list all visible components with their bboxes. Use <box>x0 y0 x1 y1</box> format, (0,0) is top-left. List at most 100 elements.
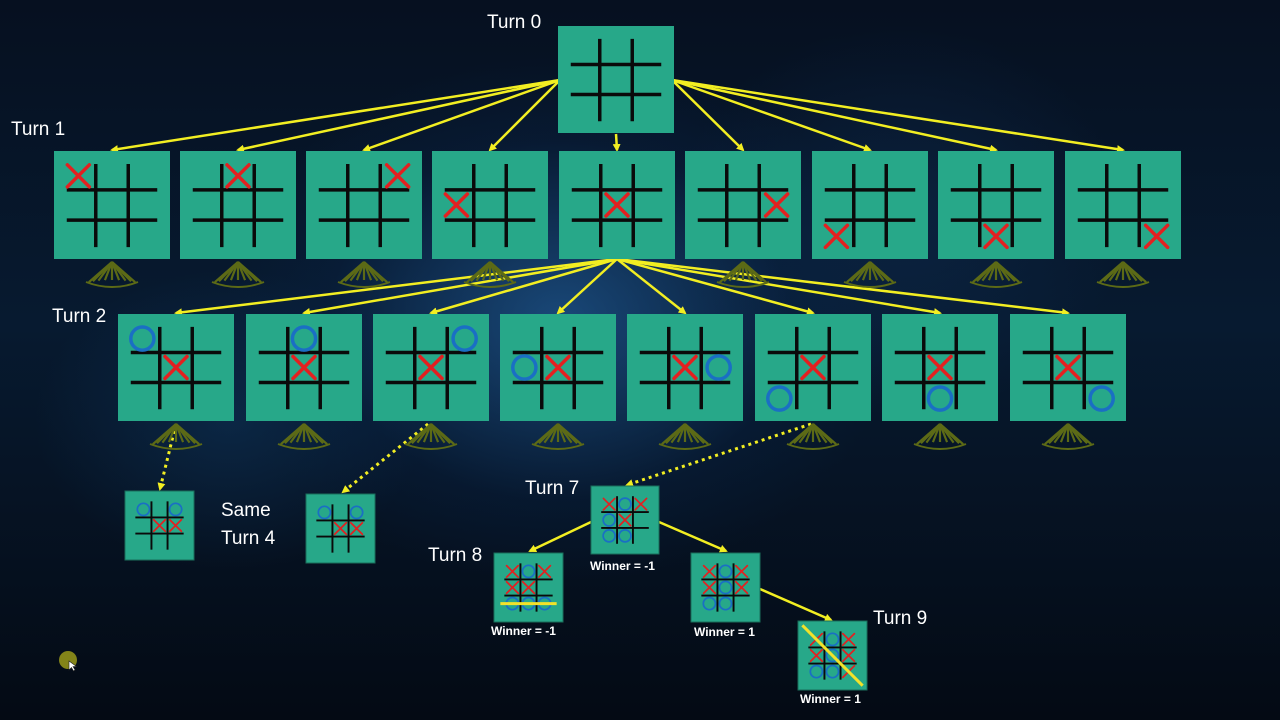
board-turn1-1 <box>54 151 170 259</box>
x-mark-icon <box>521 580 536 595</box>
board-turn2-6 <box>755 314 871 421</box>
o-mark-icon <box>702 596 717 611</box>
collapsed-branch-turn1-2 <box>211 261 265 288</box>
x-mark-icon <box>1143 223 1170 250</box>
o-mark-icon <box>602 513 616 527</box>
x-mark-icon <box>841 648 856 663</box>
x-mark-icon <box>823 223 850 250</box>
x-mark-icon <box>418 354 444 381</box>
o-mark-icon <box>317 505 332 520</box>
board-turn9 <box>797 620 868 691</box>
board-turn1-7 <box>812 151 928 259</box>
board-background <box>685 151 801 259</box>
x-mark-icon <box>634 497 648 511</box>
cursor-highlight-icon <box>59 651 78 672</box>
collapsed-branch-turn1-9 <box>1096 261 1150 288</box>
board-background <box>180 151 296 259</box>
x-mark-icon <box>152 518 167 533</box>
board-turn2-4 <box>500 314 616 421</box>
o-mark-icon <box>602 529 616 543</box>
board-turn8a <box>493 552 564 623</box>
x-mark-icon <box>163 354 189 381</box>
x-mark-icon <box>702 580 717 595</box>
x-mark-icon <box>349 521 364 536</box>
board-turn1-3 <box>306 151 422 259</box>
turn-0-label: Turn 0 <box>487 12 542 33</box>
o-mark-icon <box>705 354 732 381</box>
winning-line-turn9 <box>801 624 864 687</box>
edge-turn2-3-to-turn4b <box>341 422 429 494</box>
collapsed-branch-turn1-8 <box>969 261 1023 288</box>
o-mark-icon <box>766 385 793 412</box>
collapsed-branch-turn1-3 <box>337 261 391 288</box>
tree-edges <box>110 78 1125 622</box>
x-mark-icon <box>1055 354 1081 381</box>
o-mark-icon <box>618 497 632 511</box>
edge-turn1-center-to-turn2-1 <box>174 257 618 317</box>
edge-root-to-turn1-4 <box>488 79 561 152</box>
collapsed-branch-turn2-5 <box>658 423 712 450</box>
winner-turn8b-label: Winner = 1 <box>694 625 755 639</box>
collapsed-branch-turn2-2 <box>277 423 331 450</box>
x-mark-icon <box>734 564 749 579</box>
o-mark-icon <box>825 648 840 663</box>
o-mark-icon <box>521 564 536 579</box>
turn-1-label: Turn 1 <box>11 119 66 140</box>
same-turn-4-label: Same Turn 4 <box>221 497 275 553</box>
x-mark-icon <box>702 564 717 579</box>
board-background <box>690 552 761 623</box>
winner-turn7-label: Winner = -1 <box>590 559 655 573</box>
edge-root-to-turn1-8 <box>671 78 998 153</box>
edge-root-to-turn1-3 <box>362 78 561 152</box>
x-mark-icon <box>763 192 790 218</box>
board-turn2-5 <box>627 314 743 421</box>
collapsed-branch-turn1-7 <box>843 261 897 288</box>
board-turn7 <box>590 485 660 555</box>
edge-root-to-turn1-9 <box>671 78 1125 154</box>
x-mark-icon <box>537 564 552 579</box>
edge-root-to-turn1-2 <box>236 78 561 153</box>
board-turn2-7 <box>882 314 998 421</box>
collapsed-branches <box>85 261 1150 450</box>
board-turn1-2 <box>180 151 296 259</box>
o-mark-icon <box>136 502 151 517</box>
board-turn1-8 <box>938 151 1054 259</box>
x-mark-icon <box>333 521 348 536</box>
board-background <box>432 151 548 259</box>
x-mark-icon <box>505 580 520 595</box>
x-mark-icon <box>384 163 411 189</box>
edge-turn7-to-turn8a <box>528 520 592 553</box>
collapsed-branch-turn1-1 <box>85 261 139 288</box>
x-mark-icon <box>672 354 698 381</box>
board-turn2-8 <box>1010 314 1126 421</box>
board-turn4a <box>124 490 195 561</box>
edge-turn1-center-to-turn2-5 <box>616 258 687 315</box>
o-mark-icon <box>825 632 840 647</box>
o-mark-icon <box>825 664 840 679</box>
board-background <box>558 26 674 133</box>
board-turn1-9 <box>1065 151 1181 259</box>
turn-9-label: Turn 9 <box>873 608 928 629</box>
collapsed-branch-turn2-7 <box>913 423 967 450</box>
x-mark-icon <box>291 354 317 381</box>
o-mark-icon <box>129 325 156 352</box>
o-mark-icon <box>290 325 318 352</box>
winner-turn9-label: Winner = 1 <box>800 692 861 706</box>
board-background <box>938 151 1054 259</box>
edge-turn7-to-turn8b <box>658 520 728 553</box>
x-mark-icon <box>927 354 953 381</box>
o-mark-icon <box>511 354 538 381</box>
edge-root-to-turn1-6 <box>671 79 745 152</box>
board-turn4b <box>305 493 376 564</box>
x-mark-icon <box>809 648 824 663</box>
collapsed-branch-turn2-1 <box>149 423 203 450</box>
board-turn1-6 <box>685 151 801 259</box>
boards-layer <box>54 26 1181 691</box>
o-mark-icon <box>451 325 478 352</box>
x-mark-icon <box>604 192 630 218</box>
edge-root-to-turn1-5 <box>612 133 621 152</box>
x-mark-icon <box>168 518 183 533</box>
collapsed-branch-turn2-4 <box>531 423 585 450</box>
